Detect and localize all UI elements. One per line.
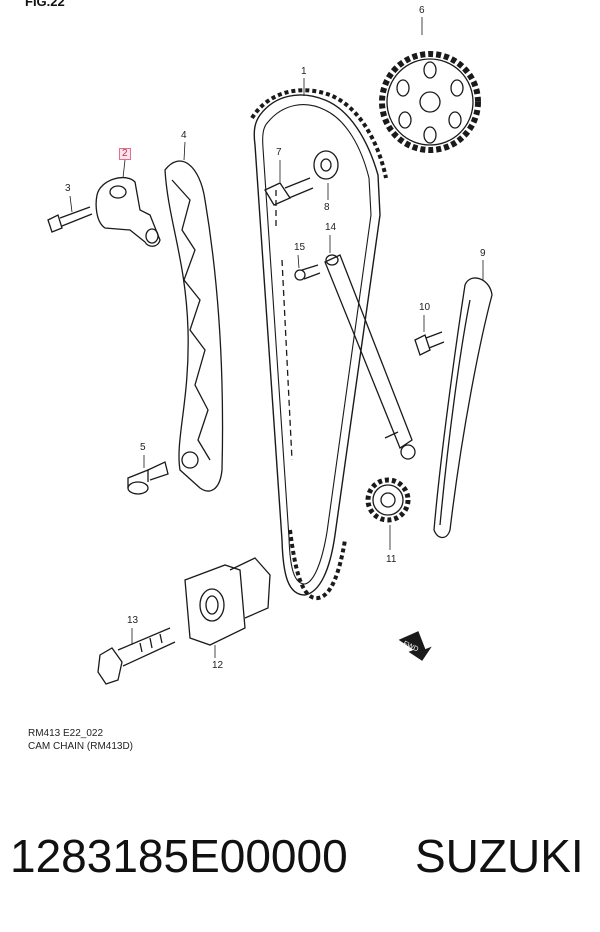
part-label-12: 12: [212, 660, 224, 671]
tensioner-body-12: [184, 557, 271, 646]
bolt-7: [264, 177, 314, 206]
bolt-10: [414, 331, 445, 356]
guide-rod-14: [324, 254, 416, 460]
figure-code: RM413 E22_022: [28, 728, 104, 739]
part-label-14: 14: [325, 222, 337, 233]
tensioner-adjuster: [95, 177, 161, 247]
part-label-3: 3: [65, 183, 71, 194]
exploded-parts-diagram: FIG.22: [25, 0, 493, 752]
part-label-2[interactable]: 2: [119, 148, 131, 160]
figure-caption: CAM CHAIN (RM413D): [28, 741, 134, 752]
part-label-8: 8: [324, 202, 330, 213]
part-label-13: 13: [127, 615, 139, 626]
part-label-4: 4: [181, 130, 187, 141]
fwd-arrow-icon: [398, 631, 432, 661]
part-label-10: 10: [419, 302, 431, 313]
figure-title: FIG.22: [25, 0, 65, 9]
part-label-1: 1: [301, 66, 307, 77]
stud-pin-5: [127, 461, 169, 495]
cam-chain: [250, 88, 388, 601]
crank-sprocket-small: [365, 477, 411, 523]
brand-name: SUZUKI: [415, 830, 584, 882]
washer-8: [313, 150, 339, 180]
part-label-9: 9: [480, 248, 486, 259]
part-label-15: 15: [294, 242, 306, 253]
part-label-6: 6: [419, 5, 425, 16]
product-footer: 1283185E00000 SUZUKI: [0, 775, 600, 932]
part-number: 1283185E00000: [10, 830, 348, 882]
bolt-13: [97, 627, 176, 685]
tensioner-guide-left: [164, 160, 224, 492]
part-label-11: 11: [386, 554, 397, 565]
chain-guide-right: [433, 277, 493, 539]
part-label-5: 5: [140, 442, 146, 453]
bolt-15: [294, 264, 321, 281]
part-label-7: 7: [276, 147, 282, 158]
bolt-3: [47, 206, 93, 233]
cam-sprocket-large: [379, 51, 481, 153]
leader-lines: [69, 17, 484, 658]
diagram-drawing: FWD: [47, 17, 493, 685]
